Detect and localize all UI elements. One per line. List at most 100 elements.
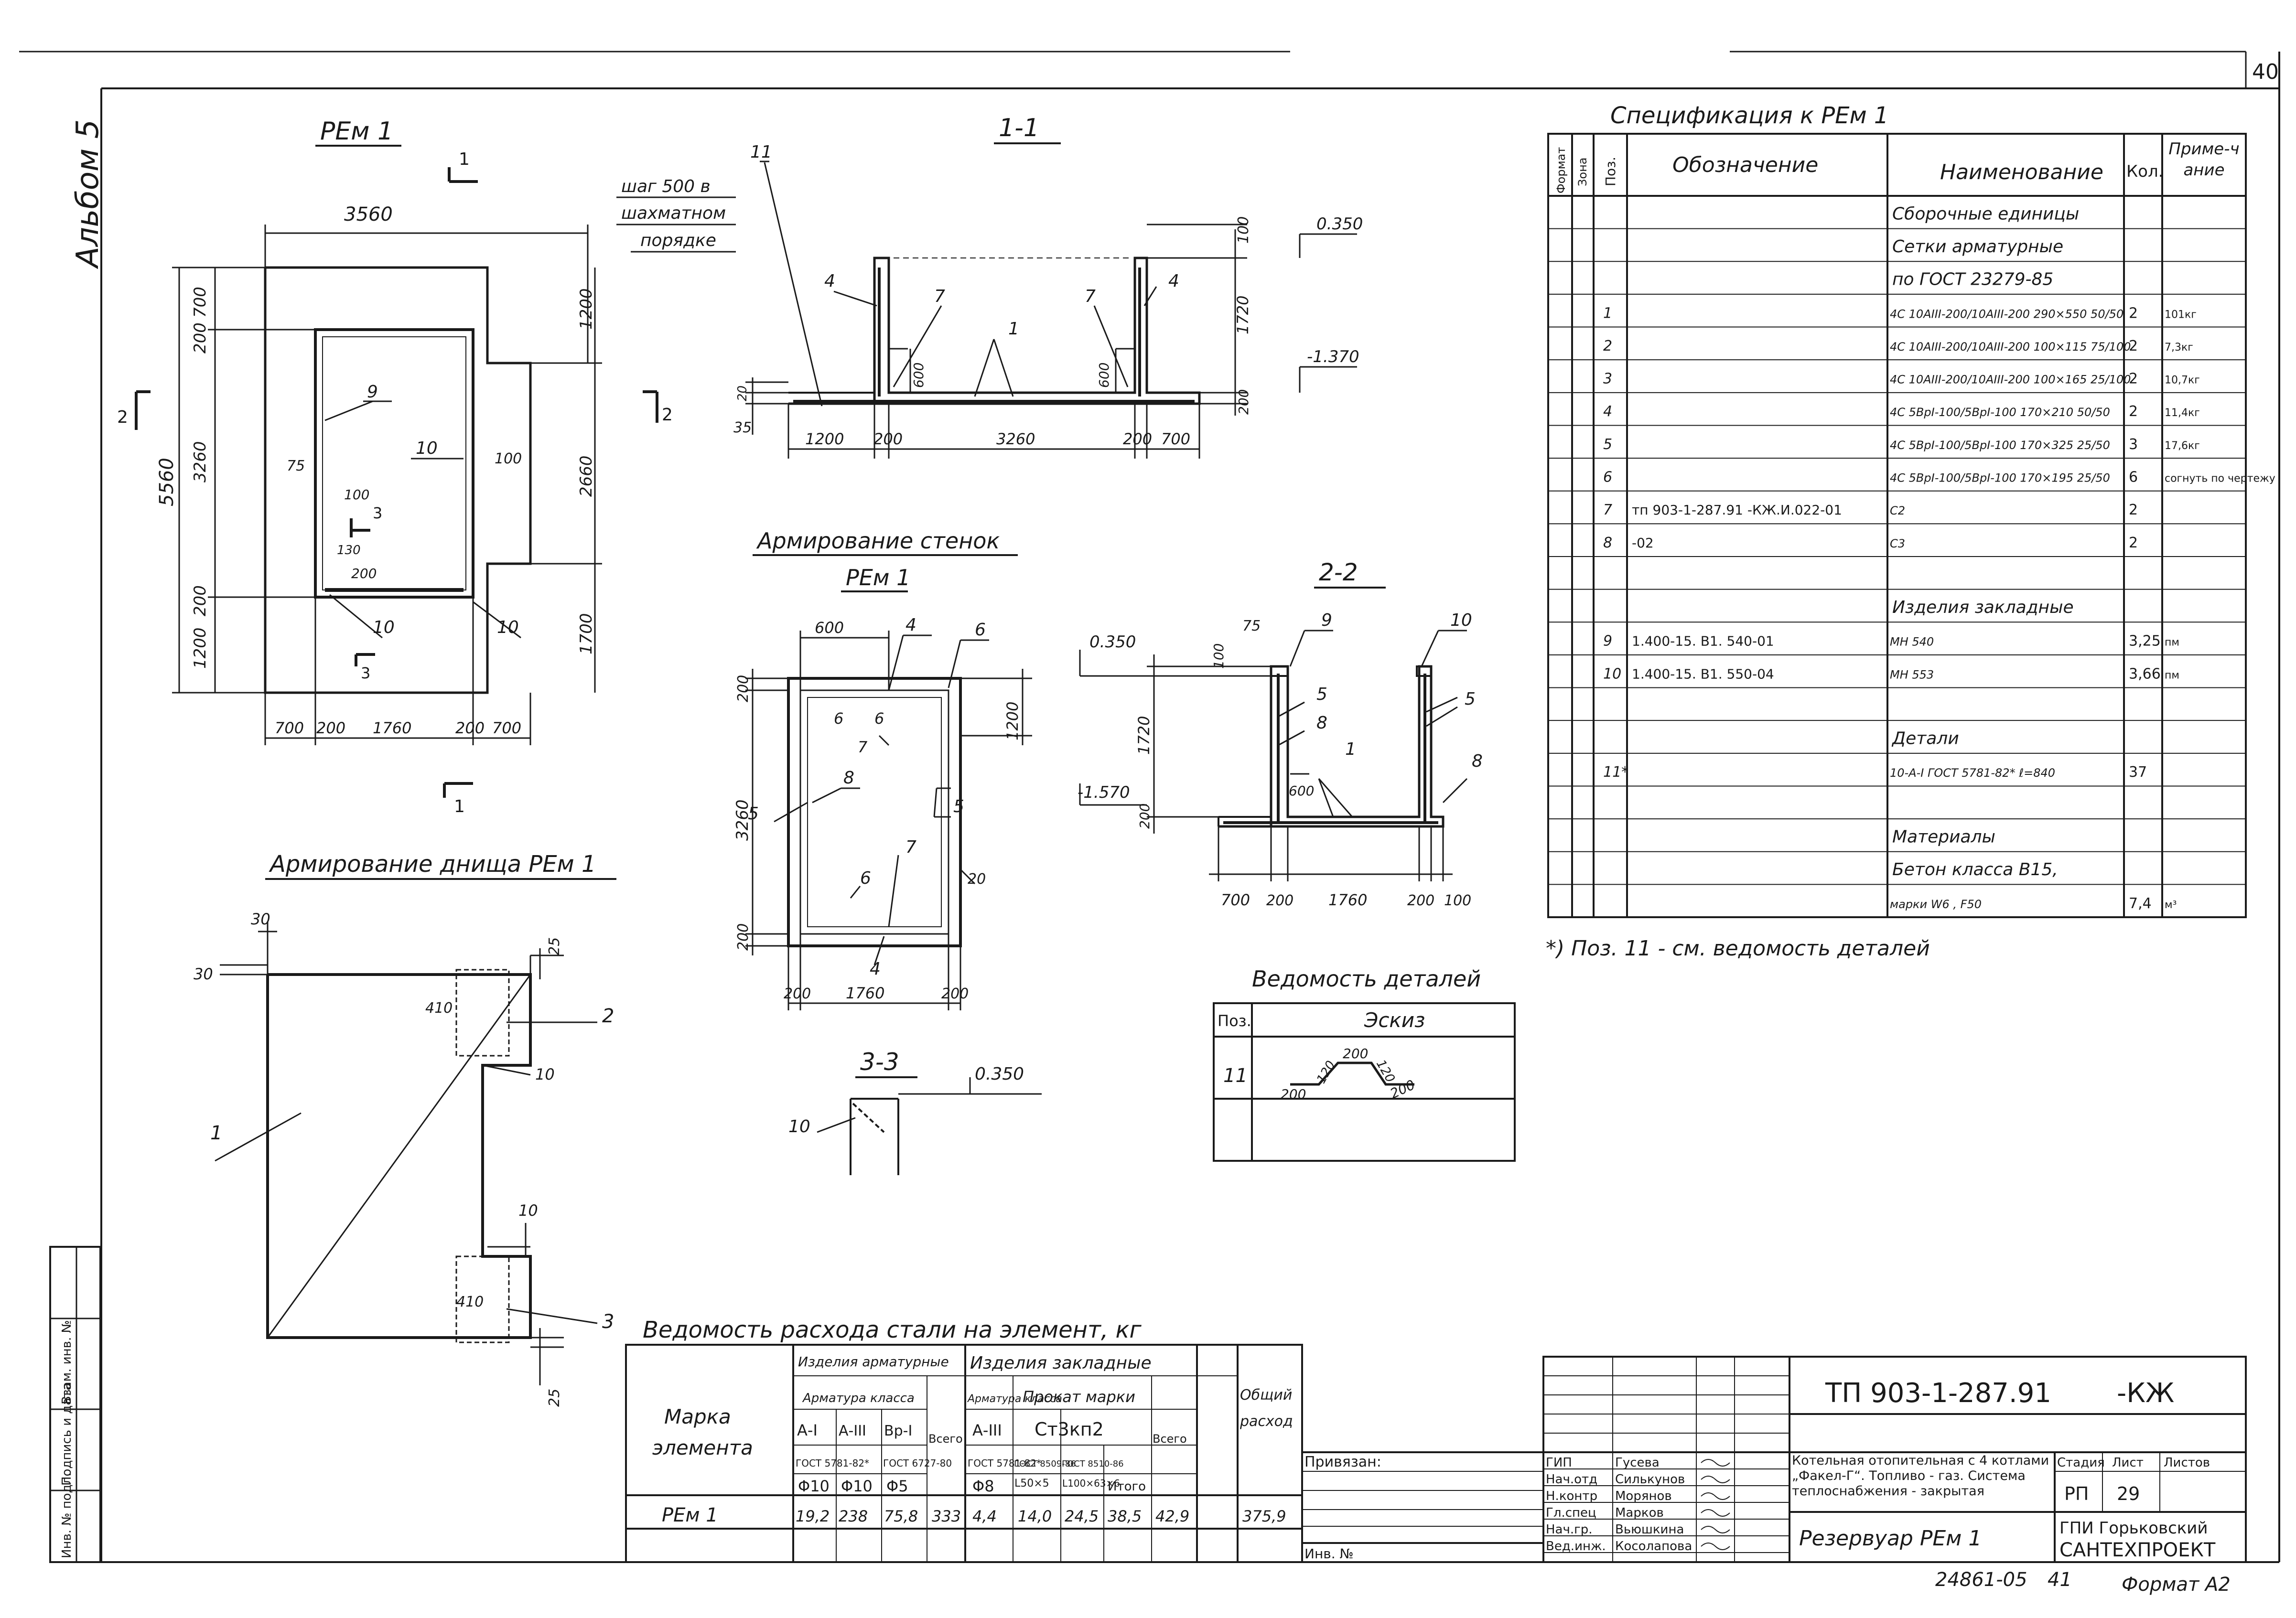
spec-row-name: по ГОСТ 23279-85 — [1892, 270, 2053, 289]
bottom-reinforcement: Армирование днища РЕм 1 30 — [194, 851, 616, 1407]
steel-row-value: 375,9 — [1242, 1507, 1286, 1525]
plan-section-1-top: 1 — [459, 150, 470, 169]
spec-row-prim: пм — [2165, 637, 2179, 649]
section33-level: 0.350 — [975, 1064, 1024, 1084]
spec-row-name: МН 553 — [1890, 668, 1934, 681]
section11-title: 1-1 — [999, 114, 1039, 142]
section11-pos-11: 11 — [750, 142, 772, 162]
walls-dim-1200: 1200 — [1003, 702, 1022, 740]
section11-pos-4a: 4 — [824, 271, 835, 291]
steel-h-vsego1: Всего — [928, 1432, 963, 1446]
plan-section-3-lower: 3 — [361, 664, 370, 682]
spec-row-poz: 1 — [1603, 305, 1612, 321]
plan-pos-10a: 10 — [416, 439, 438, 458]
section11-level-bottom: -1.370 — [1307, 347, 1359, 366]
spec-footnote: *) Поз. 11 - см. ведомость деталей — [1546, 936, 1930, 961]
details-h-poz: Поз. — [1218, 1012, 1251, 1030]
tb-person-name: Гусева — [1615, 1456, 1660, 1470]
steel-h-st: Ст3кп2 — [1035, 1419, 1104, 1440]
spec-row-kol: 2 — [2129, 403, 2138, 420]
section11-dim-200c: 200 — [1236, 389, 1251, 415]
section22-dim-100: 100 — [1211, 643, 1227, 669]
section11-pos-4b: 4 — [1168, 271, 1179, 291]
left-stamp: Инв. № подл. Подпись и дата Взам. инв. № — [49, 1246, 101, 1563]
walls-dim-200a: 200 — [735, 675, 752, 702]
steel-diam-4: Φ8 — [972, 1477, 994, 1495]
spec-row-prim: 101кг — [2165, 309, 2197, 321]
spec-row-prim: пм — [2165, 669, 2179, 681]
steel-row-value: 75,8 — [884, 1507, 918, 1525]
section11-dim-200a: 200 — [873, 430, 903, 448]
sheet-corner-number: 40 — [2252, 60, 2279, 84]
section11-dim-600b: 600 — [1096, 363, 1112, 388]
steel-h-total-1: Общий — [1240, 1387, 1292, 1404]
steel-row-value: 14,0 — [1018, 1507, 1052, 1525]
steel-h-prokat: Прокат марки — [1023, 1388, 1135, 1406]
spec-row-kol: 3 — [2129, 436, 2138, 453]
bottom-dim-30b: 30 — [194, 965, 213, 983]
plan-dim-left-5: 1200 — [191, 627, 210, 669]
plan-dim-bottom-1: 700 — [275, 719, 304, 737]
walls-pos-6a: 6 — [975, 620, 986, 640]
tb-org2: САНТЕХПРОЕКТ — [2059, 1539, 2216, 1561]
spec-row-oboz: тп 903-1-287.91 -КЖ.И.022-01 — [1632, 502, 1842, 518]
walls-pos-5b: 5 — [953, 797, 964, 816]
bottom-pos-2: 2 — [602, 1005, 614, 1027]
steel-row-value: 24,5 — [1065, 1507, 1099, 1525]
section22-pos-10: 10 — [1450, 611, 1472, 630]
plan-dim-inner-100a: 100 — [344, 487, 369, 503]
plan-dim-right-1: 1200 — [577, 288, 596, 330]
section33-pos-10: 10 — [788, 1117, 810, 1136]
steel-class-1: А-I — [797, 1421, 818, 1439]
spec-row-prim: согнуть по чертежу — [2165, 473, 2275, 485]
bottom-pos-3: 3 — [602, 1311, 614, 1333]
steel-row-value: 38,5 — [1108, 1507, 1142, 1525]
walls-pos-8: 8 — [843, 768, 854, 788]
section22-pos-5a: 5 — [1316, 685, 1327, 704]
spec-row-kol: 3,66 — [2129, 665, 2161, 682]
walls-dim-1760: 1760 — [846, 984, 884, 1002]
section11-note-3: порядке — [640, 231, 716, 250]
spec-row-kol: 7,4 — [2129, 895, 2152, 912]
steel-diam-6: L100×63×6 — [1062, 1478, 1120, 1489]
stamp-vzam: Взам. инв. № — [60, 1320, 74, 1404]
section22-dim-1760: 1760 — [1328, 891, 1367, 909]
section11-dim-200b: 200 — [1123, 430, 1152, 448]
spec-row-poz: 8 — [1603, 535, 1612, 551]
spec-h-oboz: Обозначение — [1672, 153, 1818, 177]
plan-view: РЕм 1 3560 5560 700 — [117, 117, 673, 816]
spec-row-name: 4С 5ВрI-100/5ВрI-100 170×195 25/50 — [1890, 471, 2110, 485]
plan-dim-right-3: 1700 — [577, 613, 596, 654]
spec-title: Спецификация к РЕм 1 — [1610, 102, 1888, 129]
section22-dim-100b: 100 — [1444, 892, 1471, 909]
section-3-3: 3-3 0.350 10 — [788, 1048, 1042, 1175]
details-dim-1: 200 — [1281, 1086, 1306, 1102]
section11-level-top: 0.350 — [1316, 214, 1363, 234]
spec-h-prim: Приме-чание — [2168, 139, 2240, 180]
spec-row-name: 4С 10АIII-200/10АIII-200 100×115 75/100 — [1890, 340, 2131, 354]
steel-class-3: Вр-I — [884, 1423, 912, 1439]
steel-table: Ведомость расхода стали на элемент, кг — [625, 1317, 1303, 1563]
bottom-dim-410b: 410 — [456, 1294, 484, 1310]
section11-pos-1: 1 — [1008, 319, 1019, 339]
steel-h-mark-2: элемента — [652, 1436, 753, 1459]
tb-person-name: Марков — [1615, 1506, 1664, 1520]
plan-pos-10b: 10 — [373, 618, 395, 637]
walls-dim-200d: 200 — [941, 986, 969, 1002]
tb-lists-h: Листов — [2164, 1456, 2210, 1470]
steel-gost-2: ГОСТ 6727-80 — [883, 1457, 952, 1469]
spec-row-kol: 6 — [2129, 469, 2138, 486]
plan-dim-right-2: 2660 — [577, 455, 596, 497]
spec-row-prim: 10,7кг — [2165, 375, 2200, 386]
spec-row-poz: 3 — [1603, 371, 1612, 387]
steel-row-value: 42,9 — [1155, 1507, 1189, 1525]
walls-dim-200b: 200 — [735, 923, 752, 951]
spec-row-kol: 2 — [2129, 371, 2138, 387]
tb-person-name: Косолапова — [1615, 1539, 1692, 1554]
walls-dim-3260: 3260 — [733, 799, 752, 841]
spec-row-name: марки W6 , F50 — [1890, 898, 1982, 911]
tb-sheet-name: Резервуар РЕм 1 — [1799, 1526, 1982, 1551]
signature — [1701, 1476, 1730, 1483]
details-dim-3: 200 — [1343, 1046, 1368, 1061]
plan-dim-inner-200: 200 — [351, 566, 377, 581]
